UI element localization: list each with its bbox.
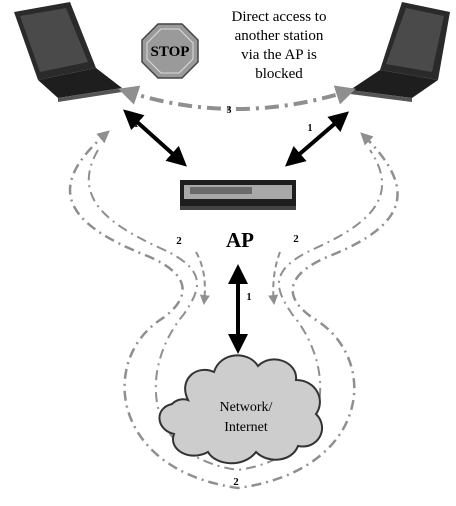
blocked-note-line-2: another station [235, 28, 324, 44]
laptop-right-link-label: 1 [308, 123, 313, 134]
network-label-line-2: Internet [224, 420, 268, 435]
stop-sign-text: STOP [151, 44, 190, 60]
blocked-note-line-1: Direct access to [232, 9, 327, 25]
ap-label: AP [226, 228, 254, 252]
relay-path-label-bottom: 2 [233, 476, 239, 488]
access-point-icon [180, 180, 296, 210]
network-label-line-1: Network/ [220, 400, 273, 415]
cloud-icon [158, 354, 323, 465]
laptop-left-link-label: 1 [134, 119, 139, 130]
blocked-note-line-4: blocked [255, 66, 303, 82]
laptop-left-icon [14, 2, 122, 102]
direct-path-label: 3 [227, 105, 232, 116]
laptop-right-to-ap-link [284, 111, 350, 167]
relay-path-label-right: 2 [293, 233, 299, 245]
ap-network-link-label: 1 [247, 292, 252, 303]
stop-sign-icon: STOP [141, 23, 199, 79]
blocked-note-line-3: via the AP is [241, 47, 317, 63]
relay-path [68, 130, 399, 490]
laptop-right-icon [350, 2, 450, 102]
relay-path-label-left: 2 [176, 235, 182, 247]
blocked-direct-path [118, 85, 356, 111]
